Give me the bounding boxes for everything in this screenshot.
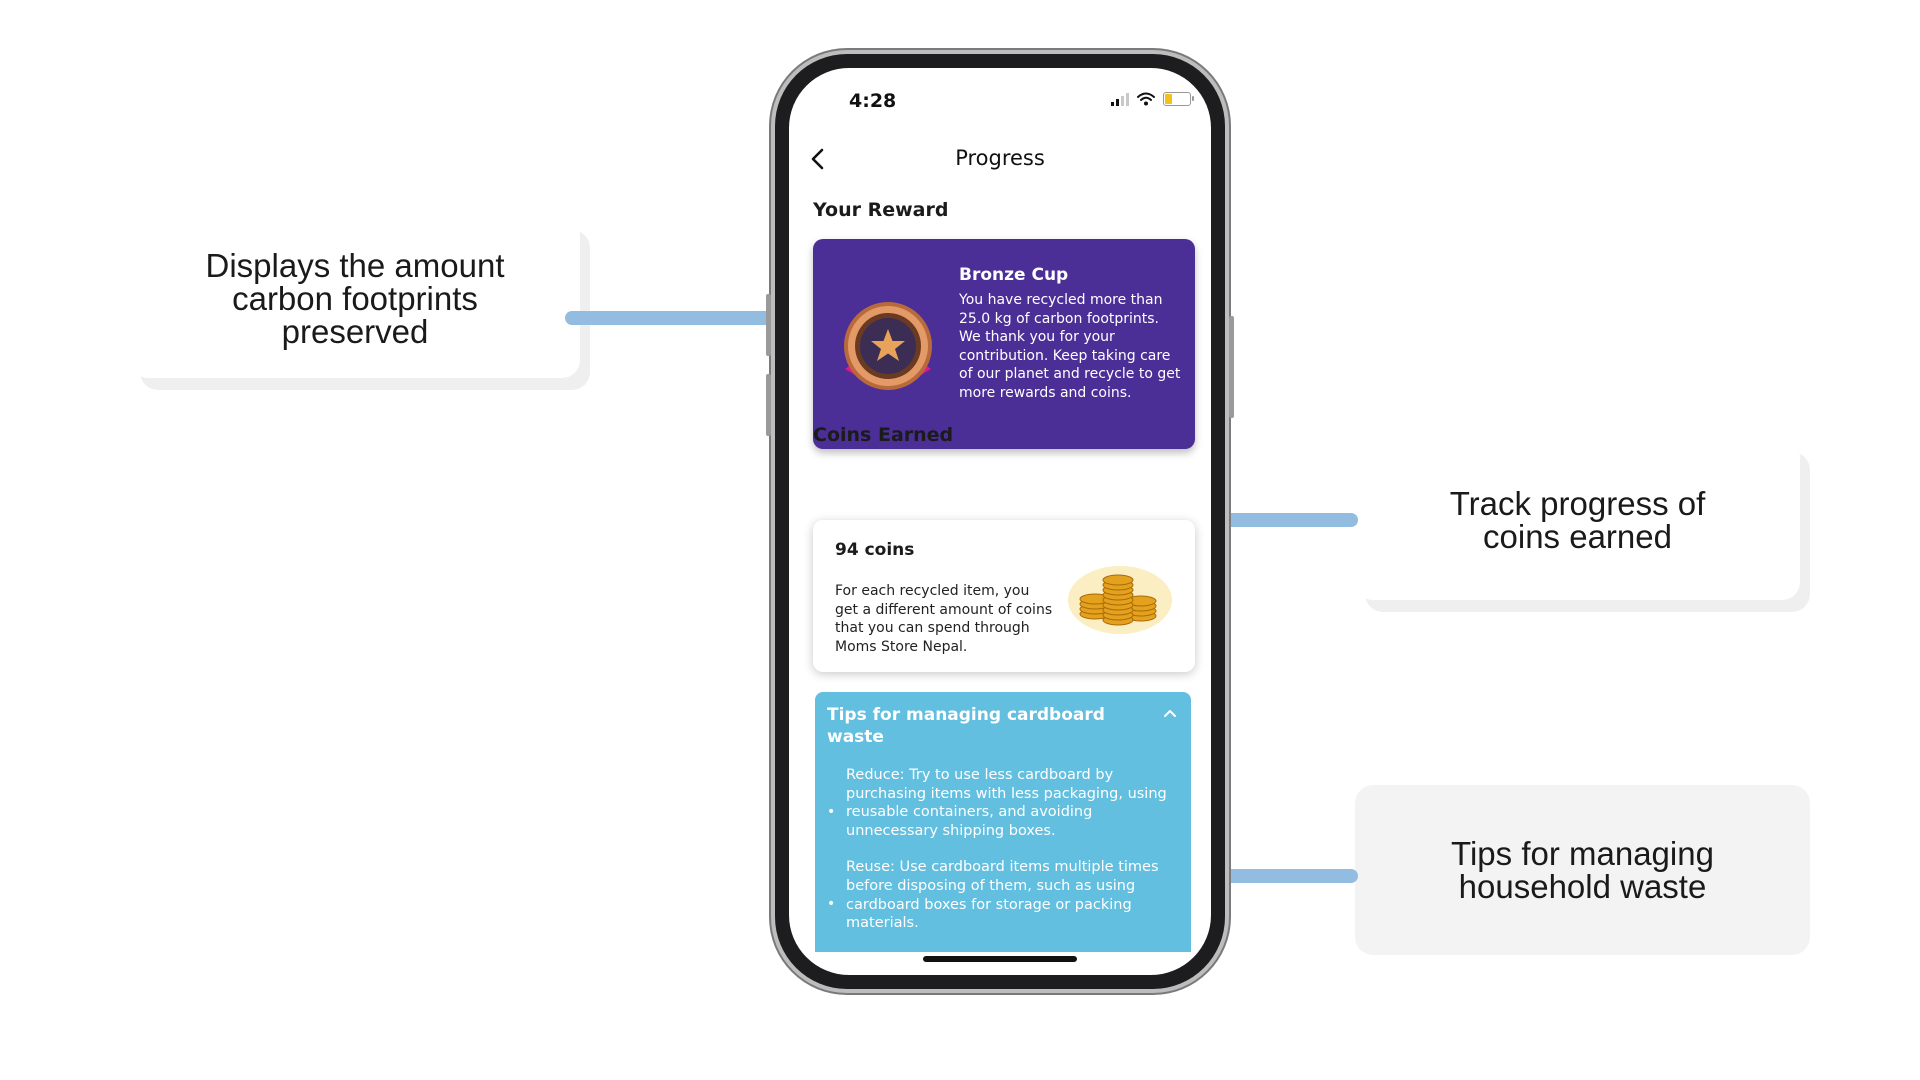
reward-description: You have recycled more than 25.0 kg of c… <box>959 292 1181 401</box>
phone-frame: 4:28 Progress Your Reward <box>766 54 1234 989</box>
annotation-tips: Tips for managing household waste <box>1355 785 1810 955</box>
side-button <box>1229 316 1234 418</box>
app-screen: 4:28 Progress Your Reward <box>789 68 1211 975</box>
annotation-carbon: Displays the amount carbon footprints pr… <box>130 218 580 378</box>
coins-count: 94 coins <box>835 540 915 560</box>
tip-item: Reuse: Use cardboard items multiple time… <box>827 858 1181 932</box>
volume-down-button <box>766 374 771 436</box>
annotation-carbon-connector <box>565 311 815 325</box>
reward-card[interactable]: Bronze Cup You have recycled more than 2… <box>813 239 1195 449</box>
reward-title: Bronze Cup <box>959 265 1069 285</box>
wifi-icon <box>1137 92 1155 106</box>
chevron-up-icon[interactable] <box>1163 708 1177 718</box>
battery-icon <box>1163 92 1194 106</box>
coins-card[interactable]: 94 coins For each recycled item, you get… <box>813 520 1195 672</box>
medal-icon <box>844 302 932 390</box>
page-title: Progress <box>955 146 1045 170</box>
tip-item: Reduce: Try to use less cardboard by pur… <box>827 766 1181 840</box>
annotation-coins-text: Track progress of coins earned <box>1449 485 1706 555</box>
coins-section-title: Coins Earned <box>813 424 954 446</box>
coins-description: For each recycled item, you get a differ… <box>835 583 1053 655</box>
tips-title: Tips for managing cardboard waste <box>827 705 1105 747</box>
status-time: 4:28 <box>849 90 897 112</box>
back-chevron-icon[interactable] <box>803 144 833 174</box>
annotation-carbon-text: Displays the amount carbon footprints pr… <box>205 246 505 350</box>
coins-icon <box>1068 566 1172 634</box>
tips-card[interactable]: Tips for managing cardboard waste Reduce… <box>815 692 1191 952</box>
annotation-coins: Track progress of coins earned <box>1355 440 1800 600</box>
tips-list: Reduce: Try to use less cardboard by pur… <box>827 766 1181 951</box>
home-indicator <box>923 956 1077 962</box>
annotation-tips-connector <box>1210 869 1358 883</box>
volume-up-button <box>766 294 771 356</box>
annotation-tips-text: Tips for managing household waste <box>1451 835 1714 905</box>
status-icons <box>1111 92 1194 106</box>
signal-icon <box>1111 92 1129 106</box>
annotation-coins-connector <box>1190 513 1358 527</box>
reward-section-title: Your Reward <box>813 199 949 221</box>
